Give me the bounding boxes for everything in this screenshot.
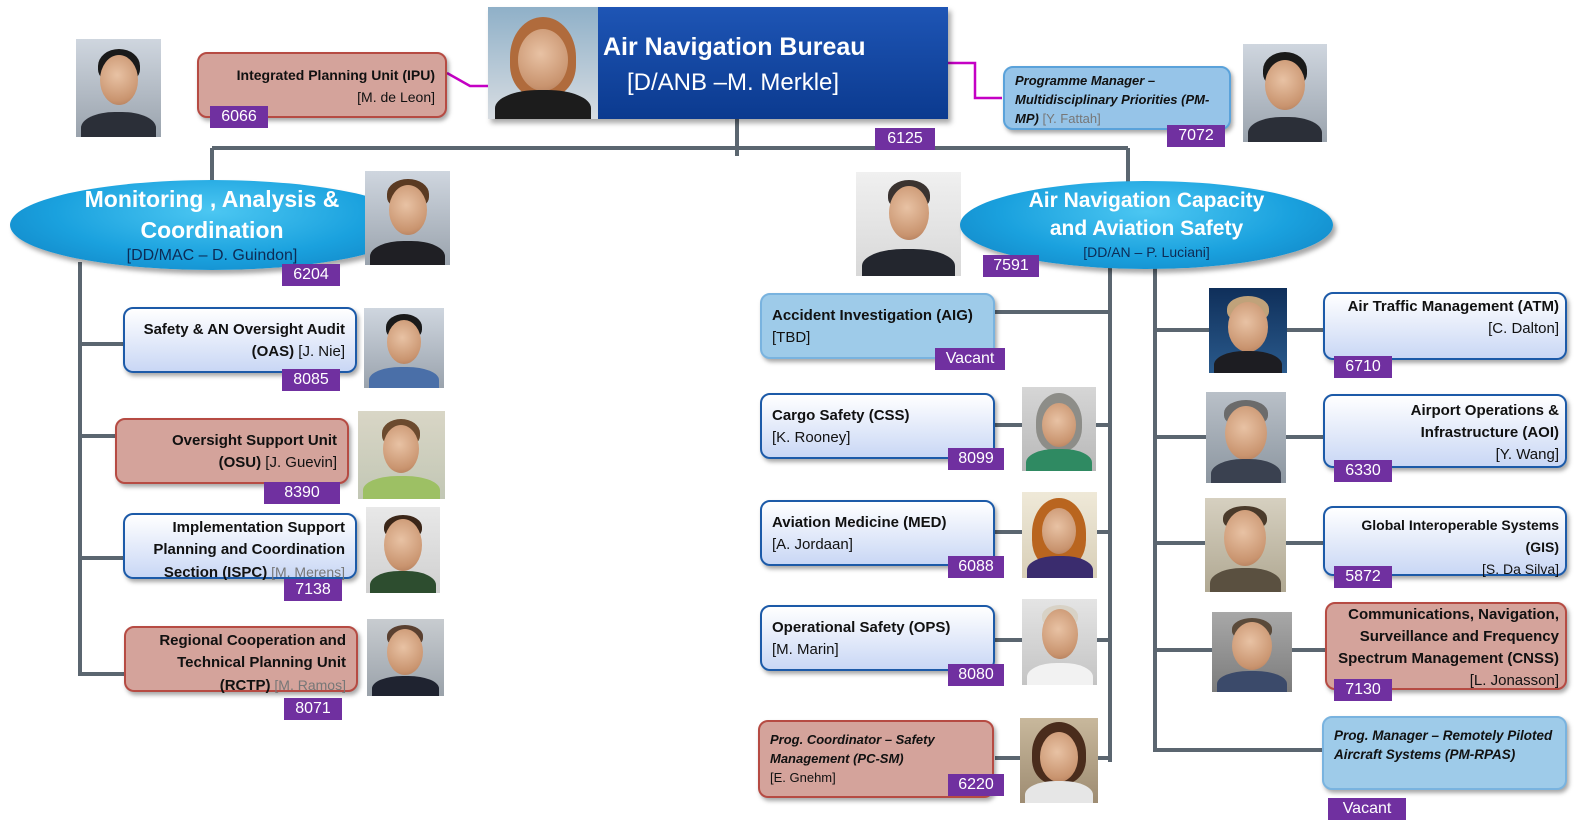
css-title: Cargo Safety (CSS): [772, 407, 910, 424]
rctp-photo: [367, 619, 444, 696]
mac-photo: [365, 171, 450, 265]
css-person: [K. Rooney]: [772, 429, 851, 446]
pmmp-title: Programme Manager – Multidisciplinary Pr…: [1015, 73, 1210, 126]
ispc-title: Implementation Support Planning and Coor…: [153, 519, 345, 581]
rctp-title: Regional Cooperation and Technical Plann…: [159, 632, 346, 694]
ancs-oval[interactable]: Air Navigation Capacity and Aviation Saf…: [960, 181, 1333, 269]
pmrpas-box[interactable]: Prog. Manager – Remotely Piloted Aircraf…: [1322, 716, 1567, 790]
ops-person: [M. Marin]: [772, 641, 839, 658]
mac-title-2: Coordination: [140, 217, 284, 243]
rctp-box[interactable]: Regional Cooperation and Technical Plann…: [124, 626, 358, 694]
director-name: [D/ANB –M. Merkle]: [627, 69, 840, 96]
gis-title: Global Interoperable Systems (GIS): [1361, 517, 1559, 555]
rctp-ext: 8071: [284, 698, 342, 720]
ancs-photo: [856, 172, 961, 276]
gis-box[interactable]: Global Interoperable Systems (GIS) [S. D…: [1323, 506, 1567, 577]
med-photo: [1022, 492, 1097, 578]
ipu-ext: 6066: [210, 106, 268, 128]
ispc-photo: [366, 507, 440, 593]
atm-photo: [1209, 288, 1287, 373]
pmmp-ext: 7072: [1167, 125, 1225, 147]
pcsm-title: Prog. Coordinator – Safety Management (P…: [770, 732, 935, 766]
mac-title-1: Monitoring , Analysis &: [84, 186, 340, 212]
css-photo: [1022, 387, 1096, 471]
cnss-person: [L. Jonasson]: [1469, 672, 1559, 689]
aoi-person: [Y. Wang]: [1495, 446, 1559, 463]
ispc-ext: 7138: [284, 579, 342, 601]
osu-box[interactable]: Oversight Support Unit (OSU) [J. Guevin]: [115, 418, 349, 484]
cnss-ext: 7130: [1334, 679, 1392, 701]
director-title: Air Navigation Bureau: [603, 33, 866, 61]
med-box[interactable]: Aviation Medicine (MED) [A. Jordaan]: [760, 500, 995, 566]
ops-photo: [1022, 599, 1097, 685]
mac-ext: 6204: [282, 264, 340, 286]
oas-photo: [364, 308, 444, 388]
osu-person: [J. Guevin]: [261, 454, 337, 471]
aoi-box[interactable]: Airport Operations & Infrastructure (AOI…: [1323, 394, 1567, 468]
aig-title: Accident Investigation (AIG): [772, 307, 973, 324]
med-person: [A. Jordaan]: [772, 536, 853, 553]
pmrpas-ext: Vacant: [1328, 798, 1406, 820]
atm-title: Air Traffic Management (ATM): [1347, 298, 1559, 315]
mac-oval[interactable]: Monitoring , Analysis & Coordination [DD…: [10, 180, 414, 270]
oas-ext: 8085: [282, 369, 340, 391]
osu-title: Oversight Support Unit (OSU): [172, 432, 337, 471]
ipu-photo: [76, 39, 161, 137]
oas-box[interactable]: Safety & AN Oversight Audit (OAS) [J. Ni…: [123, 307, 357, 373]
aig-person: [TBD]: [772, 329, 811, 346]
director-box: Air Navigation Bureau [D/ANB –M. Merkle]: [488, 7, 948, 119]
med-title: Aviation Medicine (MED): [772, 514, 947, 531]
ancs-title-2: and Aviation Safety: [1049, 217, 1244, 240]
ancs-ext: 7591: [983, 255, 1039, 277]
cnss-photo: [1212, 612, 1292, 692]
atm-person: [C. Dalton]: [1488, 320, 1559, 337]
atm-ext: 6710: [1334, 356, 1392, 378]
rctp-person: [M. Ramos]: [270, 677, 346, 693]
mac-person: [DD/MAC – D. Guindon]: [126, 247, 298, 264]
pcsm-photo: [1020, 718, 1098, 803]
gis-ext: 5872: [1334, 566, 1392, 588]
pcsm-ext: 6220: [948, 774, 1004, 796]
pmmp-paren: ): [1034, 111, 1039, 126]
cnss-box[interactable]: Communications, Navigation, Surveillance…: [1325, 602, 1567, 690]
atm-box[interactable]: Air Traffic Management (ATM) [C. Dalton]: [1323, 292, 1567, 360]
pmmp-person: [Y. Fattah]: [1038, 111, 1101, 126]
aoi-ext: 6330: [1334, 460, 1392, 482]
ops-title: Operational Safety (OPS): [772, 619, 951, 636]
ops-ext: 8080: [948, 664, 1004, 686]
ispc-box[interactable]: Implementation Support Planning and Coor…: [123, 513, 357, 581]
aoi-title: Airport Operations & Infrastructure (AOI…: [1410, 402, 1559, 441]
ops-box[interactable]: Operational Safety (OPS) [M. Marin]: [760, 605, 995, 671]
aig-ext: Vacant: [935, 348, 1005, 370]
osu-ext: 8390: [264, 482, 340, 504]
oas-person: [J. Nie]: [294, 343, 345, 360]
pmmp-box[interactable]: Programme Manager – Multidisciplinary Pr…: [1003, 66, 1231, 130]
ancs-title-1: Air Navigation Capacity: [1028, 189, 1265, 212]
director-ext: 6125: [875, 128, 935, 150]
css-ext: 8099: [948, 448, 1004, 470]
aoi-photo: [1206, 392, 1286, 483]
ancs-person: [DD/AN – P. Luciani]: [1083, 244, 1210, 260]
gis-photo: [1205, 498, 1286, 592]
oas-title: Safety & AN Oversight Audit (OAS): [143, 321, 345, 360]
pmmp-photo: [1243, 44, 1327, 142]
med-ext: 6088: [948, 556, 1004, 578]
gis-person: [S. Da Silva]: [1481, 561, 1559, 577]
cnss-title: Communications, Navigation, Surveillance…: [1338, 606, 1559, 667]
ipu-box[interactable]: Integrated Planning Unit (IPU) [M. de Le…: [197, 52, 447, 118]
ispc-person: [M. Merens]: [267, 564, 345, 580]
ipu-title: Integrated Planning Unit (IPU): [236, 67, 435, 83]
pcsm-person: [E. Gnehm]: [770, 770, 836, 785]
director-photo: [488, 7, 598, 119]
pmrpas-title: Prog. Manager – Remotely Piloted Aircraf…: [1334, 728, 1553, 762]
osu-photo: [358, 411, 445, 499]
ipu-person: [M. de Leon]: [357, 89, 435, 105]
